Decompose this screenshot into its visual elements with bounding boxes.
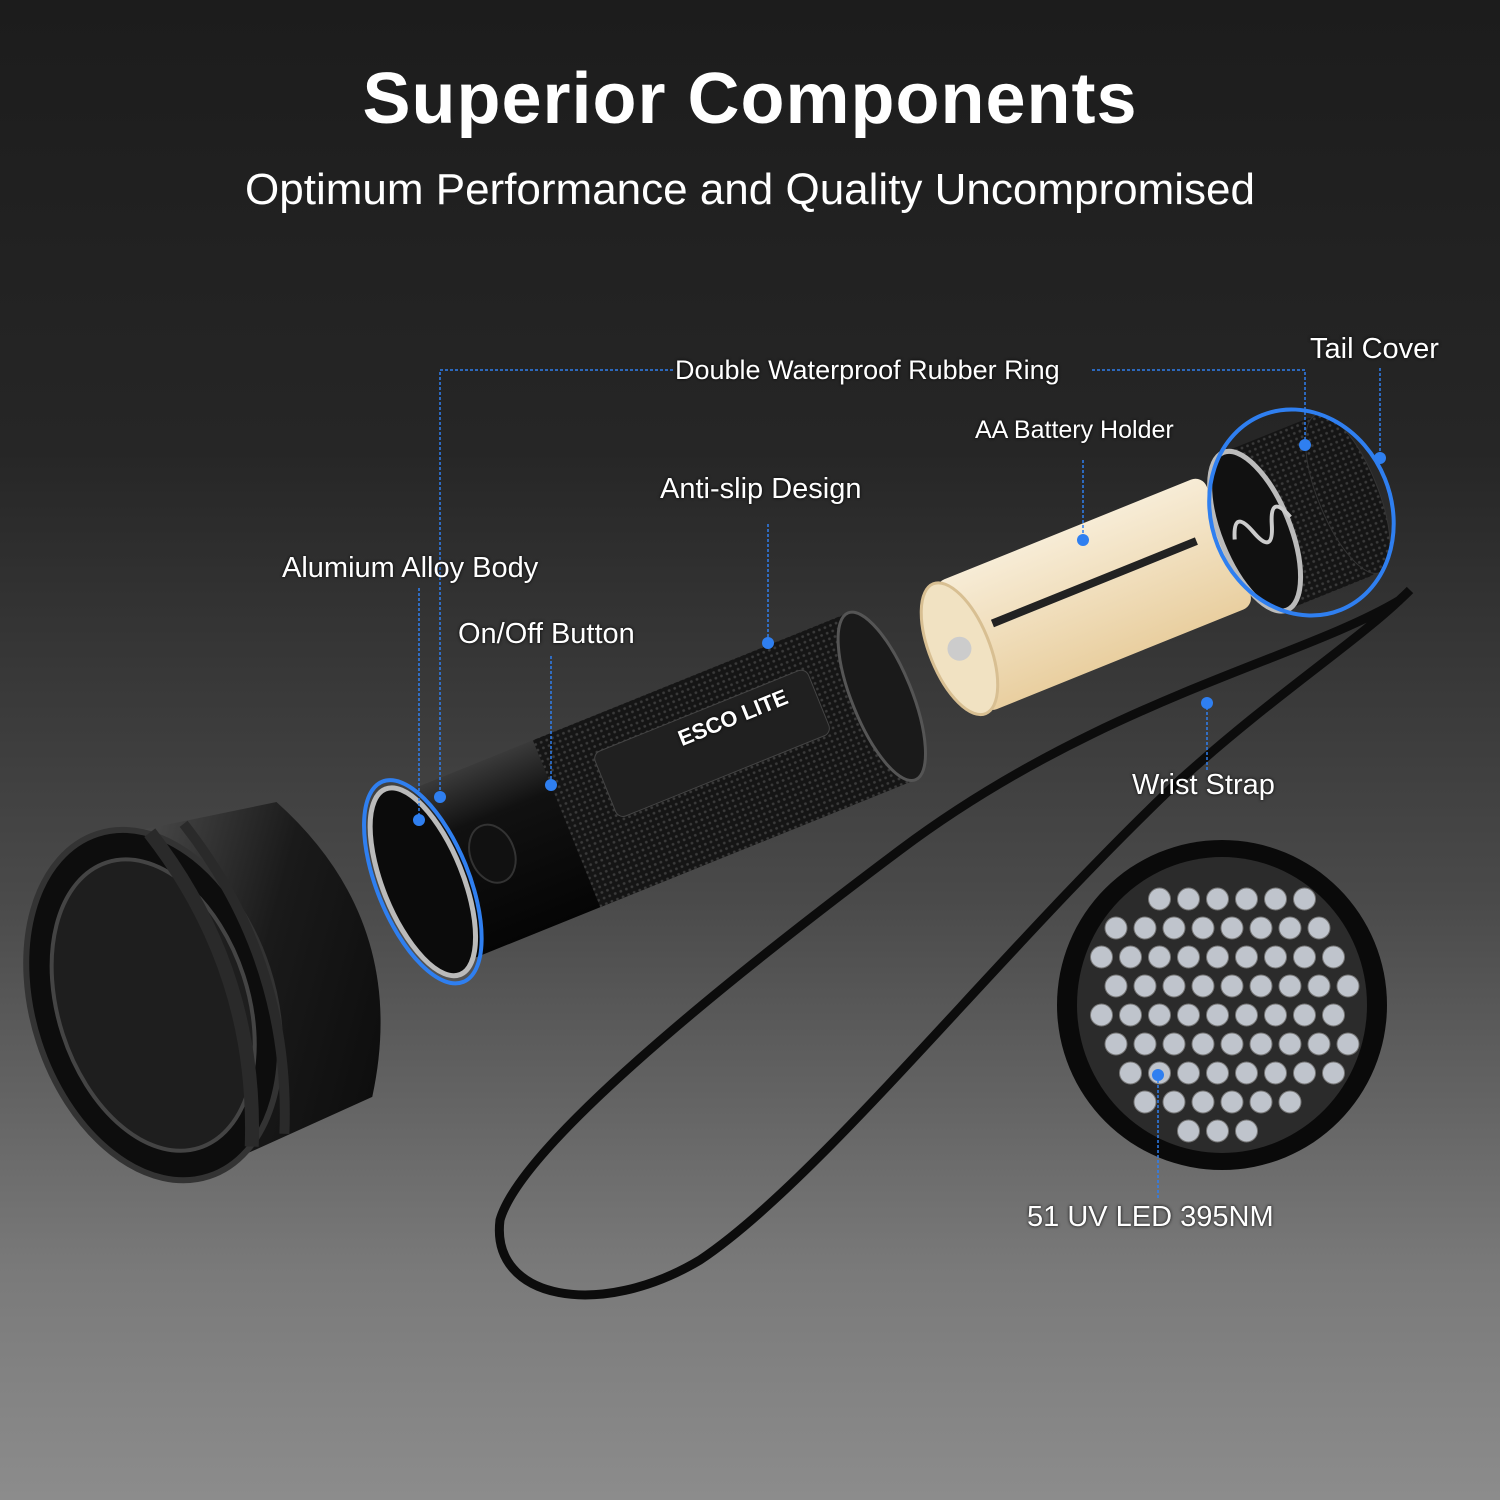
- led-bulb: [1206, 1119, 1229, 1143]
- battery-holder: [919, 478, 1251, 717]
- led-bulb: [1090, 945, 1113, 969]
- led-bulb: [1220, 916, 1244, 940]
- led-bulb: [1148, 1003, 1171, 1027]
- led-bulb: [1249, 1090, 1273, 1114]
- label-on-off: On/Off Button: [458, 618, 635, 650]
- led-bulb: [1162, 916, 1186, 940]
- led-bulb: [1249, 1032, 1273, 1056]
- led-bulb: [1235, 945, 1258, 969]
- led-bulb: [1191, 974, 1215, 998]
- led-bulb: [1264, 1061, 1287, 1085]
- led-bulb: [1162, 974, 1186, 998]
- led-bulb: [1336, 974, 1360, 998]
- led-bulb: [1278, 1090, 1302, 1114]
- led-bulb: [1293, 887, 1316, 911]
- led-bulb: [1133, 974, 1157, 998]
- led-bulb: [1191, 916, 1215, 940]
- led-bulb: [1191, 1090, 1215, 1114]
- led-bulb: [1119, 1003, 1142, 1027]
- led-bulb: [1206, 945, 1229, 969]
- led-bulb: [1220, 1032, 1244, 1056]
- led-bulb: [1177, 945, 1200, 969]
- led-bulb: [1104, 974, 1128, 998]
- led-bulb: [1104, 1032, 1128, 1056]
- led-bulb: [1133, 916, 1157, 940]
- label-battery-holder: AA Battery Holder: [975, 416, 1174, 444]
- led-bulb: [1264, 887, 1287, 911]
- led-bulb: [1235, 887, 1258, 911]
- led-bulb: [1322, 945, 1345, 969]
- led-bulb: [1148, 887, 1171, 911]
- label-anti-slip: Anti-slip Design: [660, 473, 862, 505]
- led-bulb: [1307, 916, 1331, 940]
- led-bulb: [1206, 1003, 1229, 1027]
- led-bulb: [1278, 1032, 1302, 1056]
- callout-dots: [413, 439, 1386, 1081]
- label-wrist-strap: Wrist Strap: [1132, 769, 1275, 801]
- led-bulb: [1293, 1061, 1316, 1085]
- led-bulb: [1177, 1119, 1200, 1143]
- led-bulb: [1264, 1003, 1287, 1027]
- led-bulb: [1336, 1032, 1360, 1056]
- led-bulb: [1322, 1003, 1345, 1027]
- led-bulb: [1264, 945, 1287, 969]
- led-bulb: [1307, 974, 1331, 998]
- led-bulb: [1177, 887, 1200, 911]
- led-bulb: [1235, 1061, 1258, 1085]
- led-bulb: [1177, 1061, 1200, 1085]
- led-bulb: [1133, 1032, 1157, 1056]
- led-bulb: [1249, 916, 1273, 940]
- label-alloy-body: Alumium Alloy Body: [282, 552, 539, 584]
- led-bulb: [1119, 1061, 1142, 1085]
- led-bulb: [1104, 916, 1128, 940]
- led-bulb: [1133, 1090, 1157, 1114]
- tail-cover: [1207, 407, 1396, 618]
- led-bulb: [1148, 945, 1171, 969]
- led-bulb: [1278, 916, 1302, 940]
- led-bulb: [1307, 1032, 1331, 1056]
- led-bulb: [1278, 974, 1302, 998]
- callout-lines: [418, 368, 1381, 1198]
- page-title: Superior Components: [362, 59, 1138, 139]
- led-bulb: [1162, 1032, 1186, 1056]
- flashlight-head: [23, 802, 381, 1184]
- wrist-strap: [494, 586, 1414, 1300]
- label-led: 51 UV LED 395NM: [1027, 1201, 1274, 1233]
- led-bulb: [1235, 1003, 1258, 1027]
- led-bulb: [1293, 945, 1316, 969]
- led-bulb: [1235, 1119, 1258, 1143]
- led-bulb: [1220, 974, 1244, 998]
- led-bulb: [1191, 1032, 1215, 1056]
- led-bulb: [1162, 1090, 1186, 1114]
- label-tail-cover: Tail Cover: [1310, 333, 1439, 365]
- label-rubber-ring: Double Waterproof Rubber Ring: [675, 355, 1060, 385]
- led-bulb: [1249, 974, 1273, 998]
- led-bulb: [1322, 1061, 1345, 1085]
- led-bulb: [1119, 945, 1142, 969]
- led-face: [1057, 840, 1387, 1170]
- led-bulb: [1293, 1003, 1316, 1027]
- flashlight-body: [362, 610, 928, 986]
- led-bulb: [1177, 1003, 1200, 1027]
- page-subtitle: Optimum Performance and Quality Uncompro…: [245, 165, 1255, 214]
- led-bulb: [1206, 1061, 1229, 1085]
- led-bulb: [1206, 887, 1229, 911]
- led-bulb: [1090, 1003, 1113, 1027]
- led-bulb: [1220, 1090, 1244, 1114]
